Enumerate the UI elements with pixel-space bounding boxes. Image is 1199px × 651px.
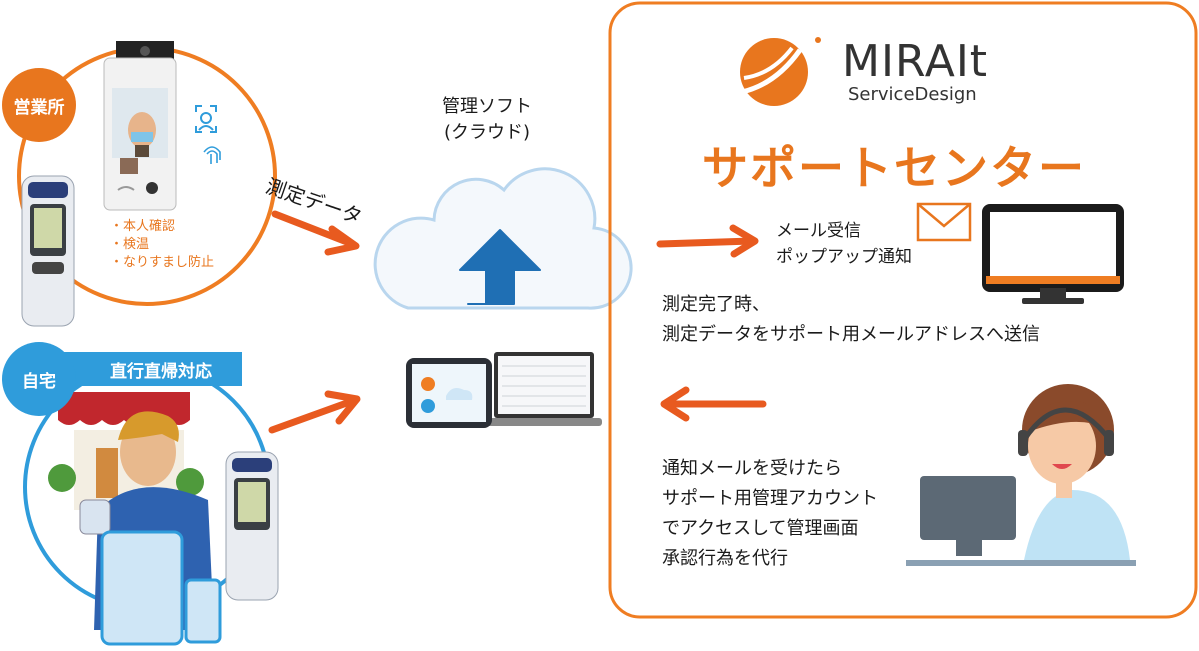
arrow-home-to-cloud (268, 390, 361, 434)
arrow-back-to-cloud (660, 386, 767, 422)
proxy-line2: サポート用管理アカウント (662, 488, 878, 509)
office-badge: 営業所 (2, 68, 76, 142)
home-banner: 直行直帰対応 (58, 352, 242, 386)
proxy-line3: でアクセスして管理画面 (662, 518, 859, 539)
office-badge-label: 営業所 (13, 97, 65, 118)
bullet-identity: ・本人確認 (110, 219, 176, 234)
home-illustration (48, 392, 222, 646)
cloud-upload-icon (373, 167, 633, 310)
mail-notify-line2: ポップアップ通知 (776, 247, 912, 267)
support-center-title: サポートセンター (702, 141, 1086, 195)
arrow-office-to-cloud (271, 210, 360, 256)
cloud-label-line2: (クラウド) (443, 122, 531, 143)
send-line2: 測定データをサポート用メールアドレスへ送信 (662, 324, 1040, 345)
thermometer-device-home (225, 451, 279, 601)
support-center-panel (608, 1, 1198, 619)
send-description: 測定完了時、 測定データをサポート用メールアドレスへ送信 (662, 290, 1040, 350)
operator-illustration (906, 384, 1136, 566)
cloud-label-line1: 管理ソフト (442, 96, 532, 117)
fingerprint-icon (203, 146, 221, 164)
home-badge-label: 自宅 (22, 371, 56, 392)
office-bullets: ・本人確認 ・検温 ・なりすまし防止 (110, 218, 214, 272)
logo-wordmark: MIRAIt (842, 36, 989, 87)
bullet-temperature: ・検温 (110, 237, 150, 252)
monitor-illustration (982, 204, 1124, 304)
proxy-description: 通知メールを受けたら サポート用管理アカウント でアクセスして管理画面 承認行為… (662, 454, 878, 574)
home-banner-label: 直行直帰対応 (110, 361, 212, 382)
proxy-line1: 通知メールを受けたら (662, 458, 842, 479)
bullet-spoofing: ・なりすまし防止 (110, 255, 215, 270)
mail-notify-text: メール受信 ポップアップ通知 (776, 218, 912, 270)
logo-subtitle: ServiceDesign (848, 84, 977, 105)
face-recognition-icon (195, 105, 217, 133)
proxy-line4: 承認行為を代行 (662, 548, 788, 569)
send-line1: 測定完了時、 (662, 294, 770, 315)
mirait-logo-mark (740, 37, 821, 106)
mail-notify-line1: メール受信 (776, 221, 861, 241)
home-badge: 自宅 (2, 342, 76, 416)
management-screens (406, 352, 602, 428)
thermometer-device-office (21, 175, 75, 327)
face-terminal-device (103, 41, 177, 211)
arrow-to-monitor (656, 224, 759, 258)
mail-icon (916, 202, 972, 242)
cloud-label: 管理ソフト (クラウド) (432, 94, 542, 146)
